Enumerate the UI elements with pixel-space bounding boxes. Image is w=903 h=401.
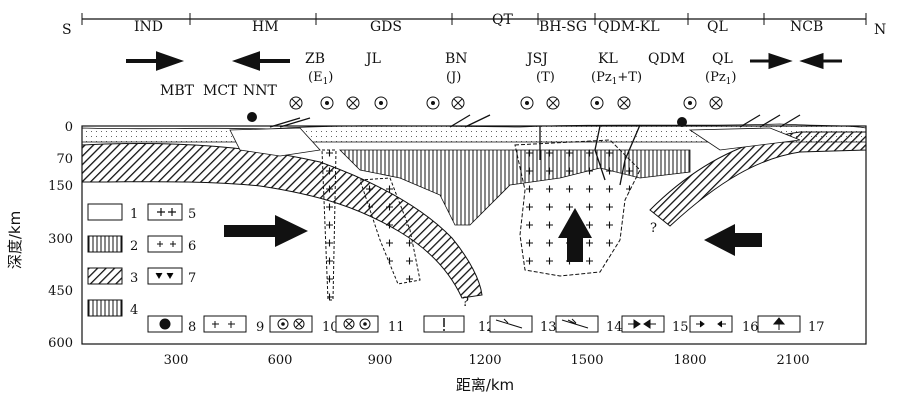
age-kl: (Pz1+T) [591, 70, 642, 87]
age-bn: (J) [446, 70, 461, 85]
fault-ql: QL [712, 51, 733, 67]
legend-label-13: 13 [540, 320, 557, 335]
fault-nnt: NNT [243, 83, 278, 99]
legend-label-2: 2 [130, 239, 138, 254]
terrane-ncb: NCB [790, 19, 823, 35]
ophiolite-dot-2 [677, 117, 687, 127]
north-push-arrow [704, 224, 762, 256]
south-push-arrow [224, 215, 308, 247]
y-axis-title: 深度/km [6, 211, 24, 269]
fault-kl: KL [598, 51, 618, 67]
x-tick-600: 600 [268, 353, 293, 368]
legend-label-8: 8 [188, 320, 196, 335]
north-slab [650, 132, 866, 226]
y-tick-450: 450 [48, 284, 73, 299]
y-axis: 深度/km 0 70 150 300 450 600 [6, 120, 73, 351]
terrane-band: S N IND HM GDS QT BH-SG QDM-KL QL NCB [62, 12, 886, 38]
x-tick-2100: 2100 [776, 353, 809, 368]
geologic-section [82, 124, 866, 300]
fault-zb: ZB [305, 51, 325, 67]
compass-south: S [62, 22, 72, 38]
y-tick-600: 600 [48, 336, 73, 351]
terrane-ind: IND [134, 19, 163, 35]
legend-label-7: 7 [188, 271, 196, 286]
terrane-hm: HM [252, 19, 279, 35]
y-tick-150: 150 [48, 179, 73, 194]
intrusion-zb [322, 150, 336, 300]
question-mark-2: ? [650, 221, 657, 236]
y-tick-70: 70 [56, 152, 73, 167]
x-tick-1800: 1800 [673, 353, 706, 368]
fault-bn: BN [445, 51, 468, 67]
fault-qdm: QDM [648, 51, 685, 67]
x-tick-900: 900 [368, 353, 393, 368]
legend-label-3: 3 [130, 271, 138, 286]
legend-label-15: 15 [672, 320, 689, 335]
fault-jl: JL [364, 51, 381, 67]
terrane-gds: GDS [370, 19, 402, 35]
terrane-bh-sg: BH-SG [539, 19, 587, 35]
fault-jsj: JSJ [525, 51, 548, 67]
terrane-qt: QT [492, 12, 513, 28]
x-axis-title: 距离/km [456, 376, 514, 394]
age-jsj: (T) [536, 70, 555, 85]
strike-slip-symbols [290, 97, 722, 109]
legend-label-11: 11 [388, 320, 405, 335]
x-tick-1200: 1200 [468, 353, 501, 368]
x-tick-300: 300 [164, 353, 189, 368]
fault-mbt: MBT [160, 83, 195, 99]
legend-label-17: 17 [808, 320, 825, 335]
y-tick-0: 0 [65, 120, 73, 135]
top-arrows [126, 54, 842, 68]
ophiolite-dot-1 [247, 112, 257, 122]
legend-label-9: 9 [256, 320, 264, 335]
fault-mct: MCT [203, 83, 238, 99]
legend-label-6: 6 [188, 239, 196, 254]
legend-label-14: 14 [606, 320, 623, 335]
legend-label-1: 1 [130, 207, 138, 222]
legend-label-5: 5 [188, 207, 196, 222]
terrane-qdm-kl: QDM-KL [598, 19, 660, 35]
compass-north: N [874, 22, 886, 38]
age-ql: (Pz1) [705, 70, 736, 87]
x-axis: 300 600 900 1200 1500 1800 2100 距离/km [164, 353, 810, 394]
age-zb: (E1) [308, 70, 333, 87]
legend-label-4: 4 [130, 303, 138, 318]
question-mark-1: ? [462, 295, 469, 310]
terrane-ql: QL [707, 19, 728, 35]
x-tick-1500: 1500 [570, 353, 603, 368]
y-tick-300: 300 [48, 232, 73, 247]
legend-label-16: 16 [742, 320, 759, 335]
